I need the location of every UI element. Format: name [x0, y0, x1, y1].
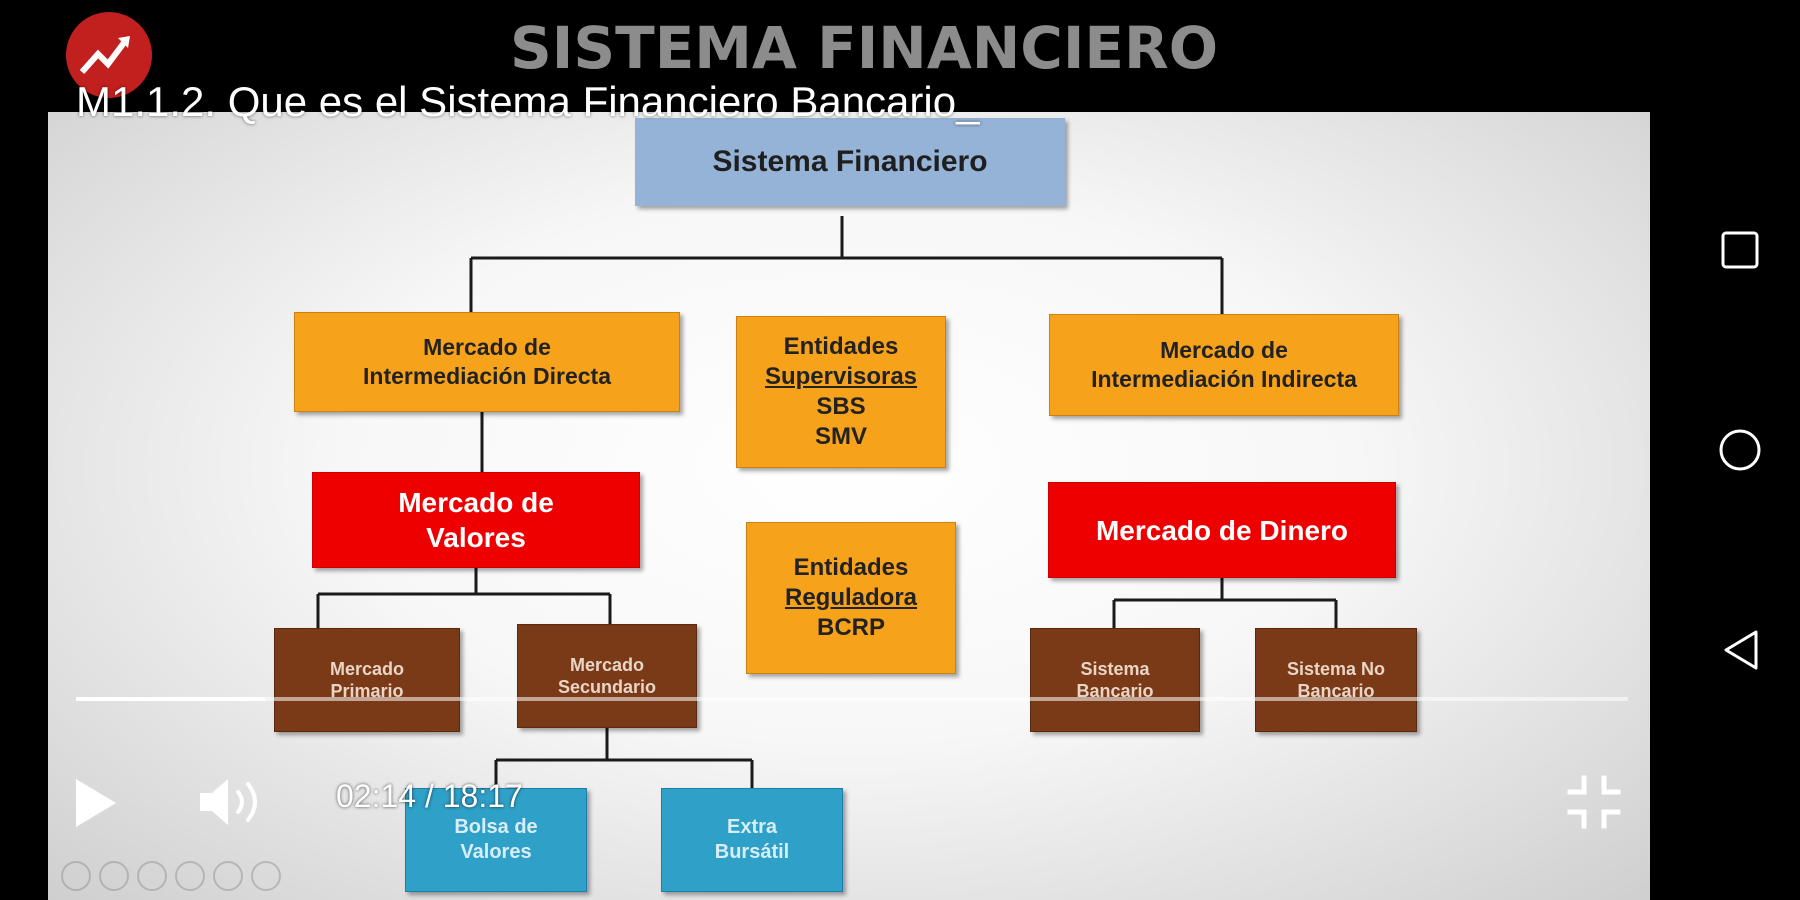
play-icon[interactable] [70, 775, 120, 831]
node-label: Bancario [1076, 681, 1154, 701]
channel-logo [66, 12, 152, 98]
node-label: Mercado de [1160, 337, 1288, 364]
node-label: Bursátil [714, 841, 790, 863]
time-separator: / [424, 778, 434, 814]
slide-body [48, 112, 1650, 900]
node-label: Sistema No [1286, 658, 1386, 679]
node-label: Bolsa de [454, 816, 538, 838]
node-label: SMV [814, 423, 867, 450]
node-mercado-dinero: Mercado de Dinero [1048, 482, 1396, 578]
node-label: Intermediación Indirecta [1091, 366, 1357, 392]
time-display: 02:14 / 18:17 [336, 778, 523, 815]
duration: 18:17 [442, 778, 523, 814]
node-mercado-primario: Mercado Primario [274, 628, 460, 732]
node-label: Mercado de [398, 487, 554, 518]
circle-icon[interactable] [1706, 416, 1774, 484]
node-label: Valores [460, 841, 532, 863]
node-sistema-no-bancario: Sistema No Bancario [1255, 628, 1417, 732]
triangle-back-icon[interactable] [1706, 616, 1774, 684]
node-label: Primario [330, 681, 404, 701]
node-mercado-secundario: Mercado Secundario [517, 624, 697, 728]
node-entidades-reguladora: Entidades Reguladora BCRP [746, 522, 956, 674]
node-label: SBS [816, 393, 866, 420]
node-label: Bancario [1297, 681, 1375, 701]
node-label: Mercado [569, 654, 645, 675]
seek-bar[interactable] [76, 697, 1628, 701]
fullscreen-exit-icon[interactable] [1566, 774, 1622, 830]
node-label: Valores [426, 522, 526, 553]
node-label: Mercado [329, 658, 405, 679]
node-bolsa-valores: Bolsa de Valores [405, 788, 587, 892]
video-player[interactable]: SISTEMA FINANCIERO Sistema Financiero Me… [0, 0, 1680, 900]
node-label: Reguladora [784, 584, 918, 611]
volume-icon[interactable] [196, 774, 266, 830]
node-label: BCRP [816, 614, 885, 641]
node-intermediacion-indirecta: Mercado de Intermediación Indirecta [1049, 314, 1399, 416]
node-label: Extra [726, 816, 778, 838]
node-label: Intermediación Directa [363, 363, 611, 389]
seek-bar-played [76, 697, 266, 701]
android-nav-bar [1680, 0, 1800, 900]
slide-toolbar [61, 861, 281, 891]
node-intermediacion-directa: Mercado de Intermediación Directa [294, 312, 680, 412]
node-label: Mercado de Dinero [1095, 514, 1349, 546]
node-label: Entidades [783, 333, 899, 360]
node-label: Entidades [793, 554, 909, 581]
node-sistema-bancario: Sistema Bancario [1030, 628, 1200, 732]
current-time: 02:14 [336, 778, 417, 814]
node-entidades-supervisoras: Entidades Supervisoras SBS SMV [736, 316, 946, 468]
node-label: Supervisoras [764, 363, 918, 390]
slide-title: SISTEMA FINANCIERO [510, 14, 1219, 82]
node-sistema-financiero: Sistema Financiero [635, 118, 1065, 206]
node-label: Sistema [1080, 658, 1150, 679]
node-label: Sistema Financiero [712, 145, 988, 179]
video-title: M1.1.2. Que es el Sistema Financiero Ban… [76, 78, 980, 125]
slide-header [0, 0, 1680, 112]
square-icon[interactable] [1706, 216, 1774, 284]
node-mercado-valores: Mercado de Valores [312, 472, 640, 568]
node-extra-bursatil: Extra Bursátil [661, 788, 843, 892]
node-label: Mercado de [423, 334, 551, 361]
node-label: Secundario [557, 677, 657, 697]
